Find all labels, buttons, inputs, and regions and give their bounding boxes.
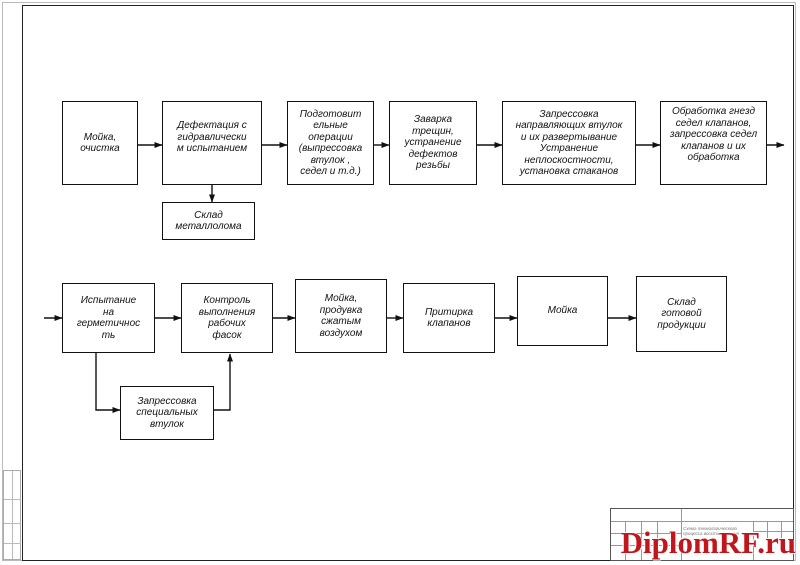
step-test-label: Испытание на герметичнос ть — [76, 295, 141, 341]
step-machining-label: Обработка гнезд седел клапанов, запрессо… — [669, 106, 758, 163]
title-block-rule — [753, 521, 754, 560]
step-control-box: Контроль выполнения рабочих фасок — [181, 283, 273, 353]
title-block: Схема технологического процесса восстано… — [610, 508, 794, 561]
watermark-logo: DiplomRF.ru — [620, 525, 796, 560]
step-weld-label: Заварка трещин, устранение дефектов резь… — [404, 114, 462, 172]
title-block-rule — [657, 521, 658, 560]
step-press-box: Запрессовка направляющих втулок и их раз… — [502, 101, 636, 185]
step-defect-label: Дефектация с гидравлически м испытанием — [176, 120, 248, 154]
finished-storage-label: Склад готовой продукции — [657, 296, 706, 331]
title-block-rule — [611, 533, 681, 534]
step-control-label: Контроль выполнения рабочих фасок — [198, 295, 256, 341]
step-wash2-label: Мойка — [547, 305, 578, 317]
title-block-caption: Схема технологического процесса восстано… — [683, 526, 739, 536]
step-lapping-box: Притирка клапанов — [403, 283, 495, 353]
step-test-box: Испытание на герметичнос ть — [62, 283, 155, 353]
step-press-label: Запрессовка направляющих втулок и их раз… — [515, 108, 623, 178]
step-prep-box: Подготовит ельные операции (выпрессовка … — [287, 101, 374, 185]
title-block-rule — [625, 521, 626, 560]
side-stamp-strip — [3, 470, 21, 560]
step-blow-label: Мойка, продувка сжатым воздухом — [319, 293, 363, 339]
title-block-rule — [767, 521, 768, 541]
side-strip-divider — [12, 471, 13, 559]
special-press-box: Запрессовка специальных втулок — [120, 386, 214, 440]
title-block-rule — [641, 521, 642, 560]
side-strip-cell — [4, 523, 21, 524]
arrow-special-to-control — [214, 353, 233, 411]
scrap-storage-label: Склад металлолома — [175, 209, 242, 233]
title-block-rule — [611, 521, 793, 522]
arrow-test-to-special — [95, 353, 121, 413]
step-washing-box: Мойка, очистка — [62, 101, 138, 185]
title-block-rule — [753, 531, 793, 532]
title-block-rule — [681, 509, 682, 560]
step-lapping-label: Притирка клапанов — [424, 306, 474, 330]
step-machining-box: Обработка гнезд седел клапанов, запрессо… — [660, 101, 767, 185]
drawing-frame — [22, 5, 794, 561]
step-weld-box: Заварка трещин, устранение дефектов резь… — [389, 101, 477, 185]
step-wash2-box: Мойка — [517, 276, 608, 346]
side-strip-cell — [4, 499, 21, 500]
side-strip-cell — [4, 543, 21, 544]
step-prep-label: Подготовит ельные операции (выпрессовка … — [298, 108, 363, 178]
step-blow-box: Мойка, продувка сжатым воздухом — [295, 279, 387, 353]
finished-storage-box: Склад готовой продукции — [636, 276, 727, 352]
special-press-label: Запрессовка специальных втулок — [136, 395, 198, 430]
title-block-rule — [781, 521, 782, 541]
title-block-rule — [611, 545, 681, 546]
scrap-storage-box: Склад металлолома — [162, 202, 255, 240]
step-defect-box: Дефектация с гидравлически м испытанием — [162, 101, 262, 185]
step-washing-label: Мойка, очистка — [80, 131, 120, 155]
